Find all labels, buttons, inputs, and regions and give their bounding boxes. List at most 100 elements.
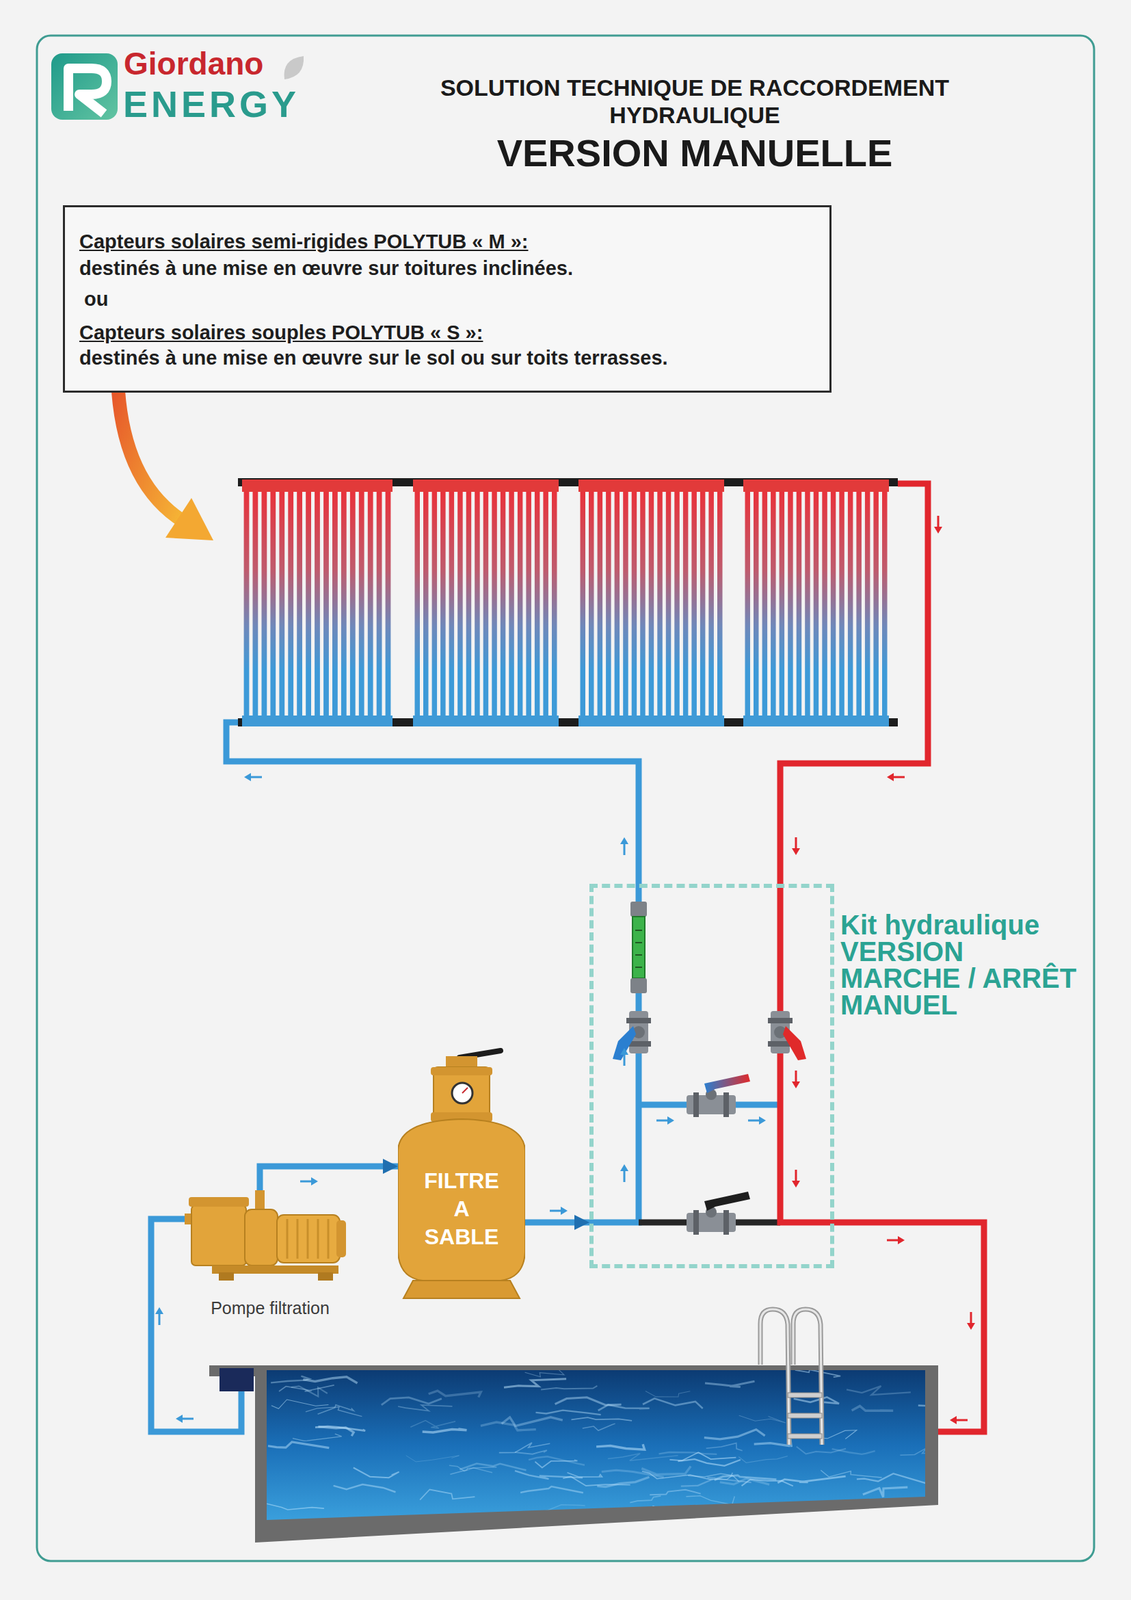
flow-arrow-head: [667, 1115, 675, 1125]
collector-tube: [762, 491, 768, 716]
water-caustic: [645, 1390, 691, 1397]
water-caustic: [677, 1458, 741, 1466]
flow-arrow-head: [311, 1176, 318, 1186]
water-caustic: [642, 1397, 703, 1408]
collector-tube: [873, 491, 879, 716]
collector-tube: [341, 491, 347, 716]
collector-header: [743, 479, 889, 492]
collector-tube: [770, 491, 777, 716]
water-caustic: [596, 1443, 645, 1449]
motor-rib: [286, 1218, 289, 1259]
flow-arrow-head: [897, 1235, 905, 1244]
collector-tube: [580, 491, 587, 716]
flowmeter-fitting: [630, 977, 647, 993]
water-caustic: [706, 1442, 743, 1451]
flowmeter-fitting: [630, 901, 647, 917]
water-caustic: [685, 1495, 735, 1505]
collector-header: [413, 479, 559, 492]
water-caustic: [571, 1416, 633, 1421]
water-caustic: [406, 1455, 460, 1462]
collector-tube: [605, 491, 612, 716]
callout-text: destinés à une mise en œuvre sur le sol …: [79, 345, 818, 370]
flow-arrow-head: [791, 1180, 801, 1188]
water-caustic: [854, 1498, 914, 1505]
water-caustic: [796, 1446, 846, 1454]
flow-arrow-head: [949, 1415, 957, 1424]
collector-tube: [278, 491, 285, 716]
ladder-rail: [760, 1308, 790, 1445]
logo-mark: [68, 68, 107, 114]
collector-tube: [440, 491, 446, 716]
collector-tube: [856, 491, 862, 716]
collector-tube: [449, 491, 455, 716]
valve-union: [693, 1209, 699, 1235]
water-caustic: [832, 1448, 876, 1454]
flow-arrow-head: [620, 1047, 629, 1055]
water-caustic: [428, 1390, 482, 1397]
collector-tube: [631, 491, 638, 716]
water-caustic: [925, 1430, 974, 1439]
brand-name: Giordano: [123, 46, 264, 81]
water-caustic: [302, 1376, 357, 1383]
ladder-step: [787, 1433, 822, 1439]
collector-tube: [847, 491, 854, 716]
water-caustic: [629, 1495, 661, 1503]
collector-tube: [432, 491, 438, 716]
ladder-step: [787, 1412, 822, 1418]
collector-tube: [657, 491, 663, 716]
collector-tube: [787, 491, 794, 716]
collector-tubes: [244, 491, 888, 716]
collector-tube: [323, 491, 329, 716]
water-caustic: [607, 1453, 679, 1460]
valve-handle: [782, 1025, 807, 1060]
collector-header: [242, 479, 393, 492]
water-caustic: [899, 1446, 937, 1455]
callout-heading: Capteurs solaires semi-rigides POLYTUB «…: [79, 229, 818, 254]
valve-union: [626, 1017, 651, 1023]
water-caustic: [582, 1422, 616, 1430]
pump-node: Pompe filtration: [184, 1189, 356, 1324]
callout-node: Capteurs solaires semi-rigides POLYTUB «…: [62, 205, 832, 393]
water-caustic: [503, 1378, 567, 1388]
flowmeter-tube: [632, 916, 645, 978]
filter-ring: [430, 1066, 493, 1075]
gauge-needle: [462, 1087, 468, 1093]
collector-tube: [614, 491, 621, 716]
flow-arrow-head: [966, 1322, 976, 1330]
collector-tube: [314, 491, 321, 716]
water-caustic: [268, 1441, 329, 1448]
logo-leaf: [284, 56, 305, 80]
collector-tube: [640, 491, 646, 716]
water-caustic: [720, 1477, 770, 1484]
motor-rib: [307, 1218, 310, 1259]
collector-tube: [457, 491, 463, 716]
collector-footer: [242, 715, 393, 727]
water-caustic: [926, 1373, 989, 1381]
pipe-connector: [525, 1219, 590, 1226]
water-caustic: [659, 1451, 718, 1454]
flow-arrow-head: [155, 1306, 164, 1314]
flow-arrow-head: [620, 836, 629, 844]
collector-tube: [517, 491, 524, 716]
filter-tank: [397, 1118, 526, 1281]
collector-tube: [622, 491, 629, 716]
water-caustic: [528, 1455, 585, 1465]
collector-tube: [261, 491, 268, 716]
motor-rib: [317, 1218, 320, 1259]
flow-arrow-head: [791, 1081, 801, 1088]
collector-tube: [588, 491, 595, 716]
pipe-connector: [259, 1165, 398, 1190]
flow-arrow-head: [560, 1206, 568, 1215]
flow-arrow-head: [886, 772, 894, 781]
pointer-arrow: [117, 379, 180, 519]
collector-tube: [745, 491, 751, 716]
motor-rib: [296, 1218, 299, 1259]
collector-tube: [804, 491, 811, 716]
water-caustic: [315, 1425, 366, 1431]
collector-tube: [597, 491, 604, 716]
collector-tube: [270, 491, 276, 716]
collector-tube: [358, 491, 365, 716]
collector-tube: [882, 491, 888, 716]
water-caustic: [292, 1433, 342, 1441]
collector-tube: [648, 491, 655, 716]
